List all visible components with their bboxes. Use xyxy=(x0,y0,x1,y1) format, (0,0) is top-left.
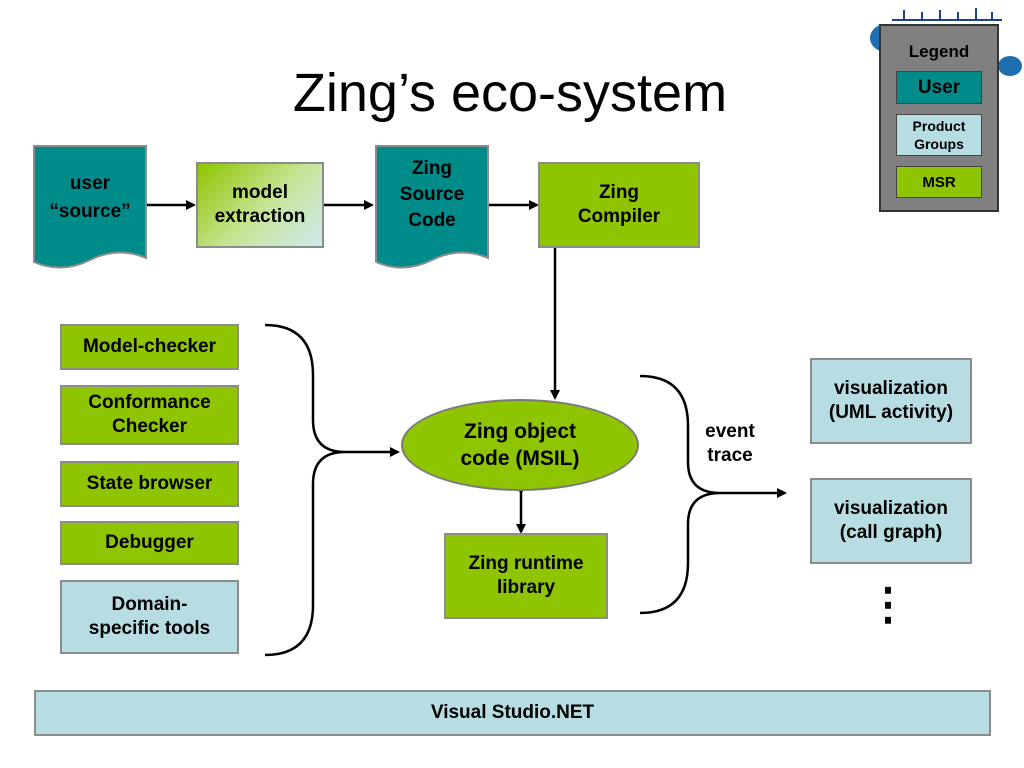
zing-source-code-label: Zing Source Code xyxy=(399,158,465,231)
logo-blob-right xyxy=(998,56,1022,76)
legend-user: User xyxy=(896,71,982,104)
model-extraction-box: model extraction xyxy=(196,162,324,248)
ruler-ticks xyxy=(903,8,993,20)
state-browser-box: State browser xyxy=(60,461,239,507)
domain-specific-tools-box: Domain- specific tools xyxy=(60,580,239,654)
user-source-label: user “source” xyxy=(49,173,131,222)
right-brace xyxy=(639,374,721,615)
zing-compiler-box: Zing Compiler xyxy=(538,162,700,248)
legend-title: Legend xyxy=(908,42,970,61)
legend-product-groups: Product Groups xyxy=(896,114,982,156)
left-brace xyxy=(264,323,346,657)
zing-source-document xyxy=(375,145,489,269)
legend-panel: Legend User Product Groups MSR xyxy=(879,24,999,212)
conformance-checker-box: Conformance Checker xyxy=(60,385,239,445)
visualization-call-graph-box: visualization (call graph) xyxy=(810,478,972,564)
zing-object-code-ellipse: Zing object code (MSIL) xyxy=(401,399,639,491)
zing-runtime-library-box: Zing runtime library xyxy=(444,533,608,619)
debugger-box: Debugger xyxy=(60,521,239,565)
visualization-uml-box: visualization (UML activity) xyxy=(810,358,972,444)
event-trace-label: event trace xyxy=(705,421,755,466)
more-ellipsis: ⋮ xyxy=(866,580,910,629)
legend-msr: MSR xyxy=(896,166,982,198)
user-source-document xyxy=(33,145,147,269)
page-title: Zing’s eco-system xyxy=(292,63,728,123)
visual-studio-bar: Visual Studio.NET xyxy=(34,690,991,736)
model-checker-box: Model-checker xyxy=(60,324,239,370)
